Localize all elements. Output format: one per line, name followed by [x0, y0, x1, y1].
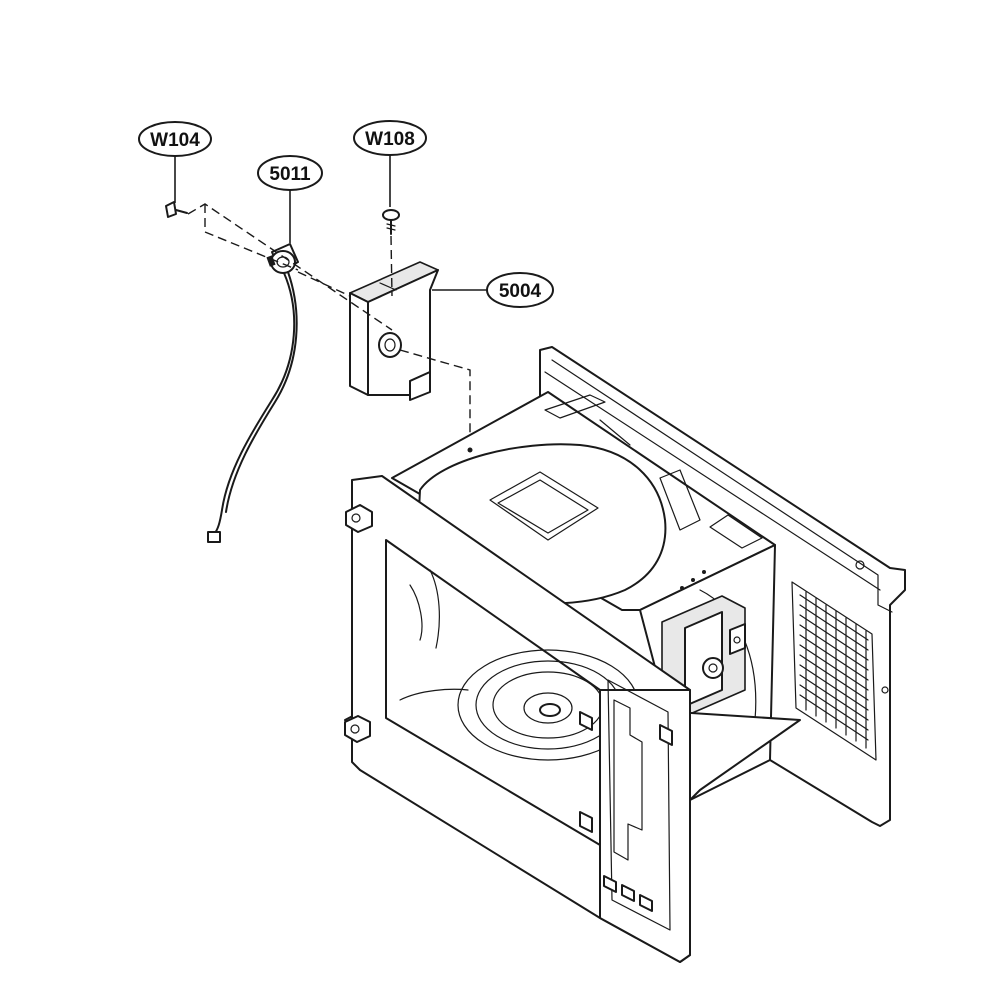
callout-w104: W104 — [138, 121, 212, 203]
callout-5004: 5004 — [432, 272, 554, 308]
callout-5011-label: 5011 — [269, 164, 311, 185]
screw-w104 — [165, 201, 188, 218]
part-5011-sensor — [207, 243, 299, 543]
callout-w108: W108 — [353, 120, 427, 207]
screw-w108 — [382, 209, 400, 235]
callout-5004-label: 5004 — [499, 281, 542, 302]
vent-grid — [791, 581, 877, 761]
control-opening — [607, 679, 671, 931]
callout-w104-label: W104 — [150, 130, 200, 151]
cable-connector — [207, 531, 221, 543]
sensor-cable — [213, 272, 296, 535]
part-5004-bracket — [349, 261, 439, 401]
callout-w108-label: W108 — [365, 129, 415, 150]
microwave-chassis — [344, 346, 906, 963]
callout-5011: 5011 — [257, 155, 323, 243]
hinge-top — [345, 504, 373, 533]
assembly-guide-lines — [187, 203, 471, 448]
hinge-bottom — [344, 715, 371, 743]
